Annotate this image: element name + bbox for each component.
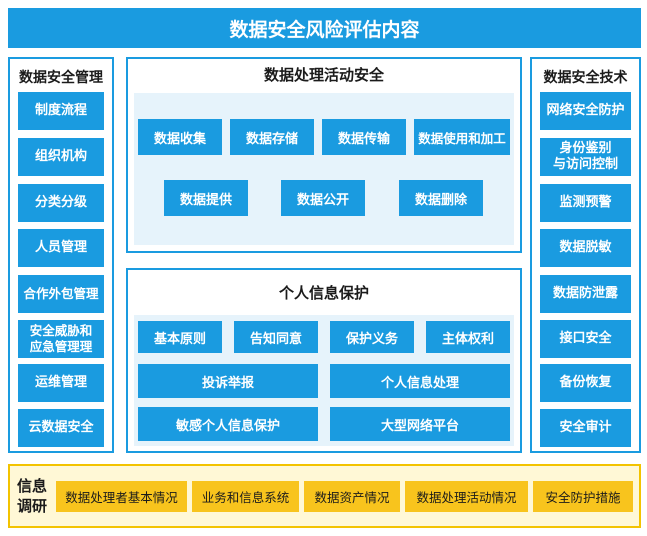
processing-item-collect: 数据收集 (138, 119, 222, 155)
right-panel-heading: 数据安全技术 (543, 70, 628, 86)
personal-item-consent: 告知同意 (234, 321, 318, 353)
right-item-4: 数据防泄露 (540, 275, 631, 313)
page-title: 数据安全风险评估内容 (8, 8, 641, 48)
right-item-1: 身份鉴别 与访问控制 (540, 138, 631, 176)
personal-item-sensitive: 敏感个人信息保护 (138, 407, 318, 441)
left-item-5: 安全威胁和 应急管理理 (18, 320, 104, 358)
right-item-5: 接口安全 (540, 320, 631, 358)
personal-item-principles: 基本原则 (138, 321, 222, 353)
personal-heading: 个人信息保护 (278, 283, 369, 302)
personal-item-obligations: 保护义务 (330, 321, 414, 353)
processing-item-publish: 数据公开 (281, 180, 365, 216)
survey-item-3: 数据处理活动情况 (405, 481, 528, 512)
left-item-3: 人员管理 (18, 229, 104, 267)
survey-label-line1: 信息 (16, 476, 47, 495)
survey-item-4: 安全防护措施 (533, 481, 633, 512)
processing-item-provide: 数据提供 (164, 180, 248, 216)
survey-item-1: 业务和信息系统 (192, 481, 299, 512)
left-item-0: 制度流程 (18, 92, 104, 130)
left-item-2: 分类分级 (18, 184, 104, 222)
personal-item-rights: 主体权利 (426, 321, 510, 353)
processing-item-transfer: 数据传输 (322, 119, 406, 155)
right-item-3: 数据脱敏 (540, 229, 631, 267)
personal-item-complaints: 投诉举报 (138, 364, 318, 398)
processing-heading: 数据处理活动安全 (263, 65, 384, 84)
right-item-0: 网络安全防护 (540, 92, 631, 130)
processing-inner-box (134, 93, 514, 245)
personal-item-processing: 个人信息处理 (330, 364, 510, 398)
processing-item-use: 数据使用和加工 (414, 119, 510, 155)
left-item-7: 云数据安全 (18, 409, 104, 447)
processing-item-delete: 数据删除 (399, 180, 483, 216)
left-item-6: 运维管理 (18, 364, 104, 402)
survey-item-0: 数据处理者基本情况 (56, 481, 187, 512)
survey-label: 信息 调研 (12, 470, 52, 522)
survey-label-line2: 调研 (16, 497, 47, 515)
left-item-1: 组织机构 (18, 138, 104, 176)
processing-item-store: 数据存储 (230, 119, 314, 155)
left-item-4: 合作外包管理 (18, 275, 104, 313)
right-item-6: 备份恢复 (540, 364, 631, 402)
personal-item-platform: 大型网络平台 (330, 407, 510, 441)
right-item-7: 安全审计 (540, 409, 631, 447)
right-item-2: 监测预警 (540, 184, 631, 222)
left-panel-heading: 数据安全管理 (19, 70, 103, 86)
survey-item-2: 数据资产情况 (304, 481, 400, 512)
